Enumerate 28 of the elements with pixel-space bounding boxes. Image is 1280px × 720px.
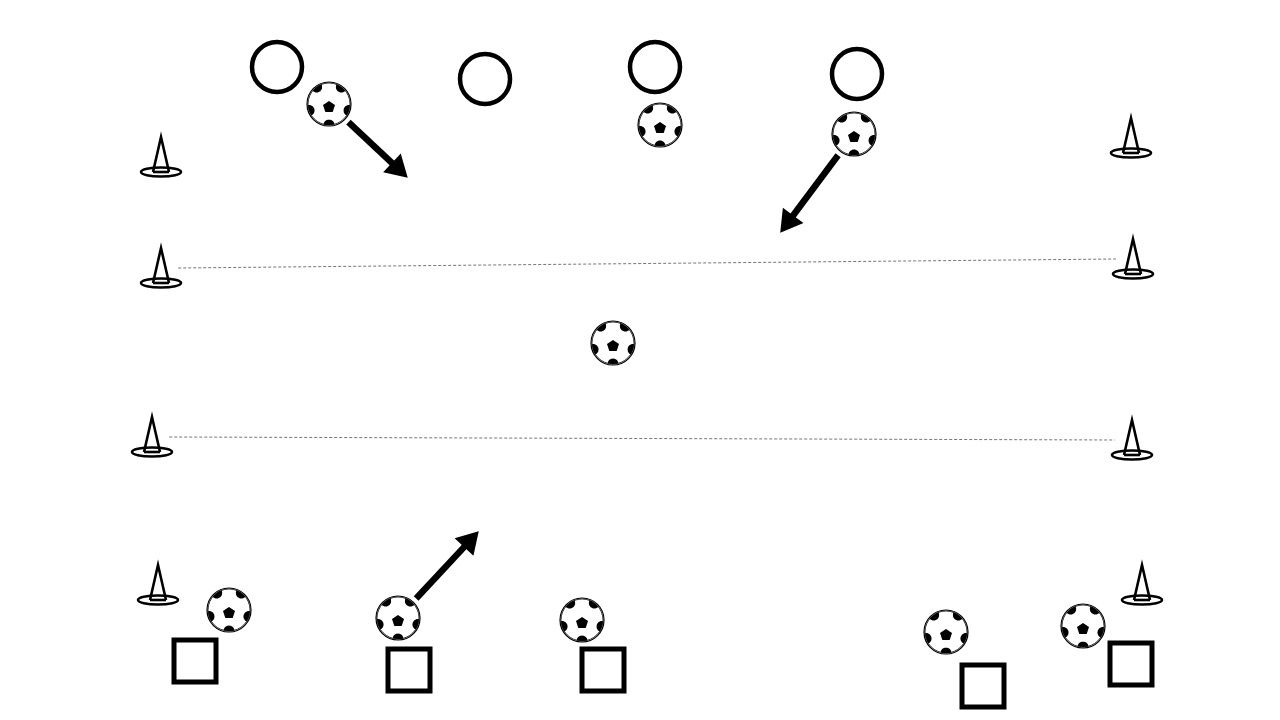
soccer-ball — [559, 597, 605, 643]
player-circle — [457, 51, 513, 107]
soccer-ball — [306, 81, 352, 127]
dashed-line — [168, 436, 1116, 441]
player-square — [171, 637, 219, 685]
player-square — [1107, 640, 1155, 688]
player-circle — [829, 46, 885, 102]
soccer-ball — [637, 102, 683, 148]
cone — [1120, 559, 1164, 606]
player-square — [385, 646, 433, 694]
cone — [136, 559, 180, 606]
player-circle — [627, 39, 683, 95]
soccer-ball — [831, 111, 877, 157]
soccer-ball — [590, 320, 636, 366]
cone — [1109, 112, 1153, 159]
player-square — [959, 662, 1007, 710]
player-square — [579, 646, 627, 694]
soccer-ball — [206, 587, 252, 633]
dashed-line — [177, 258, 1117, 269]
cone — [1111, 233, 1155, 280]
player-circle — [249, 39, 305, 95]
cone — [130, 411, 174, 458]
soccer-ball — [375, 595, 421, 641]
cone — [1110, 414, 1154, 461]
soccer-ball — [1060, 603, 1106, 649]
cone — [139, 242, 183, 289]
soccer-ball — [923, 609, 969, 655]
cone — [139, 131, 183, 178]
